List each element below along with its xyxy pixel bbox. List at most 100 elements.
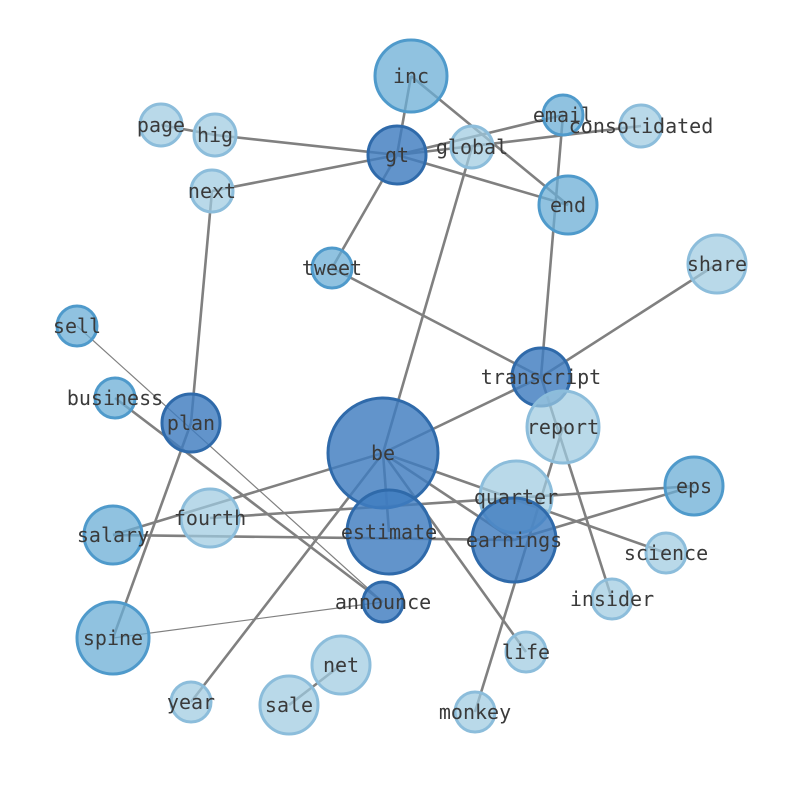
node-label-sell: sell [53, 314, 101, 338]
node-label-quarter: quarter [474, 485, 558, 509]
node-circle-earnings [470, 496, 558, 584]
node-circle-year [169, 680, 213, 724]
node-circle-consolidated [618, 103, 664, 149]
node-circle-sale [258, 674, 320, 736]
edge-plan-spine [111, 422, 193, 639]
node-global [449, 124, 495, 170]
node-circle-estimate [345, 488, 433, 576]
edge-gt-consolidated [396, 124, 642, 157]
node-label-end: end [550, 193, 586, 217]
node-label-estimate: estimate [341, 520, 437, 544]
node-share [686, 233, 748, 295]
node-label-global: global [436, 135, 508, 159]
node-circle-inc [373, 38, 449, 114]
node-plan [160, 392, 222, 454]
node-label-email: email [533, 103, 593, 127]
node-salary [82, 504, 144, 566]
node-hig [192, 112, 238, 158]
node-life [504, 630, 548, 674]
node-label-spine: spine [83, 626, 143, 650]
node-circle-global [449, 124, 495, 170]
node-net [310, 634, 372, 696]
node-report [525, 389, 601, 465]
node-label-sale: sale [265, 693, 313, 717]
node-circle-salary [82, 504, 144, 566]
node-circle-eps [663, 455, 725, 517]
node-label-business: business [67, 386, 163, 410]
node-sale [258, 674, 320, 736]
edge-email-transcript [539, 114, 565, 378]
node-label-gt: gt [385, 143, 409, 167]
node-circle-end [537, 174, 599, 236]
node-circle-spine [75, 600, 151, 676]
node-circle-insider [590, 577, 634, 621]
node-circle-tweet [310, 246, 354, 290]
edge-next-plan [189, 190, 214, 424]
node-year [169, 680, 213, 724]
node-circle-life [504, 630, 548, 674]
node-circle-email [541, 93, 585, 137]
node-label-insider: insider [570, 587, 654, 611]
node-spine [75, 600, 151, 676]
node-label-inc: inc [393, 64, 429, 88]
node-business [93, 376, 137, 420]
node-circle-sell [55, 304, 99, 348]
node-end [537, 174, 599, 236]
node-label-tweet: tweet [302, 256, 362, 280]
node-gt [366, 124, 428, 186]
node-circle-monkey [453, 690, 497, 734]
node-label-life: life [502, 640, 550, 664]
edge-tweet-transcript [331, 266, 542, 379]
node-label-eps: eps [676, 474, 712, 498]
edge-share-transcript [540, 262, 718, 379]
node-label-share: share [687, 252, 747, 276]
node-estimate [345, 488, 433, 576]
node-label-announce: announce [335, 590, 431, 614]
node-inc [373, 38, 449, 114]
node-label-next: next [188, 179, 236, 203]
node-tweet [310, 246, 354, 290]
edge-fourth-eps [209, 484, 695, 520]
node-label-salary: salary [77, 523, 149, 547]
node-sell [55, 304, 99, 348]
node-label-fourth: fourth [174, 506, 246, 530]
node-label-year: year [167, 690, 215, 714]
node-next [189, 168, 235, 214]
node-circle-page [138, 102, 184, 148]
node-circle-plan [160, 392, 222, 454]
edge-spine-announce [112, 601, 384, 639]
node-label-page: page [137, 113, 185, 137]
node-label-monkey: monkey [439, 700, 511, 724]
node-earnings [470, 496, 558, 584]
node-fourth [179, 487, 241, 549]
edge-business-announce [114, 396, 384, 604]
node-label-science: science [624, 541, 708, 565]
edge-salary-earnings [112, 533, 515, 542]
node-circle-share [686, 233, 748, 295]
node-circle-hig [192, 112, 238, 158]
node-label-earnings: earnings [466, 528, 562, 552]
node-announce [361, 580, 405, 624]
node-monkey [453, 690, 497, 734]
node-insider [590, 577, 634, 621]
node-circle-business [93, 376, 137, 420]
node-science [644, 531, 688, 575]
node-label-report: report [527, 415, 599, 439]
node-label-be: be [371, 441, 395, 465]
node-circle-announce [361, 580, 405, 624]
edge-next-gt [211, 153, 398, 193]
edge-sell-announce [76, 325, 384, 603]
node-label-transcript: transcript [481, 365, 601, 389]
node-circle-report [525, 389, 601, 465]
node-circle-gt [366, 124, 428, 186]
node-consolidated [618, 103, 664, 149]
node-circle-net [310, 634, 372, 696]
edge-hig-gt [214, 133, 398, 157]
node-label-net: net [323, 653, 359, 677]
node-circle-next [189, 168, 235, 214]
node-circle-fourth [179, 487, 241, 549]
node-label-plan: plan [167, 411, 215, 435]
node-page [138, 102, 184, 148]
node-circle-science [644, 531, 688, 575]
